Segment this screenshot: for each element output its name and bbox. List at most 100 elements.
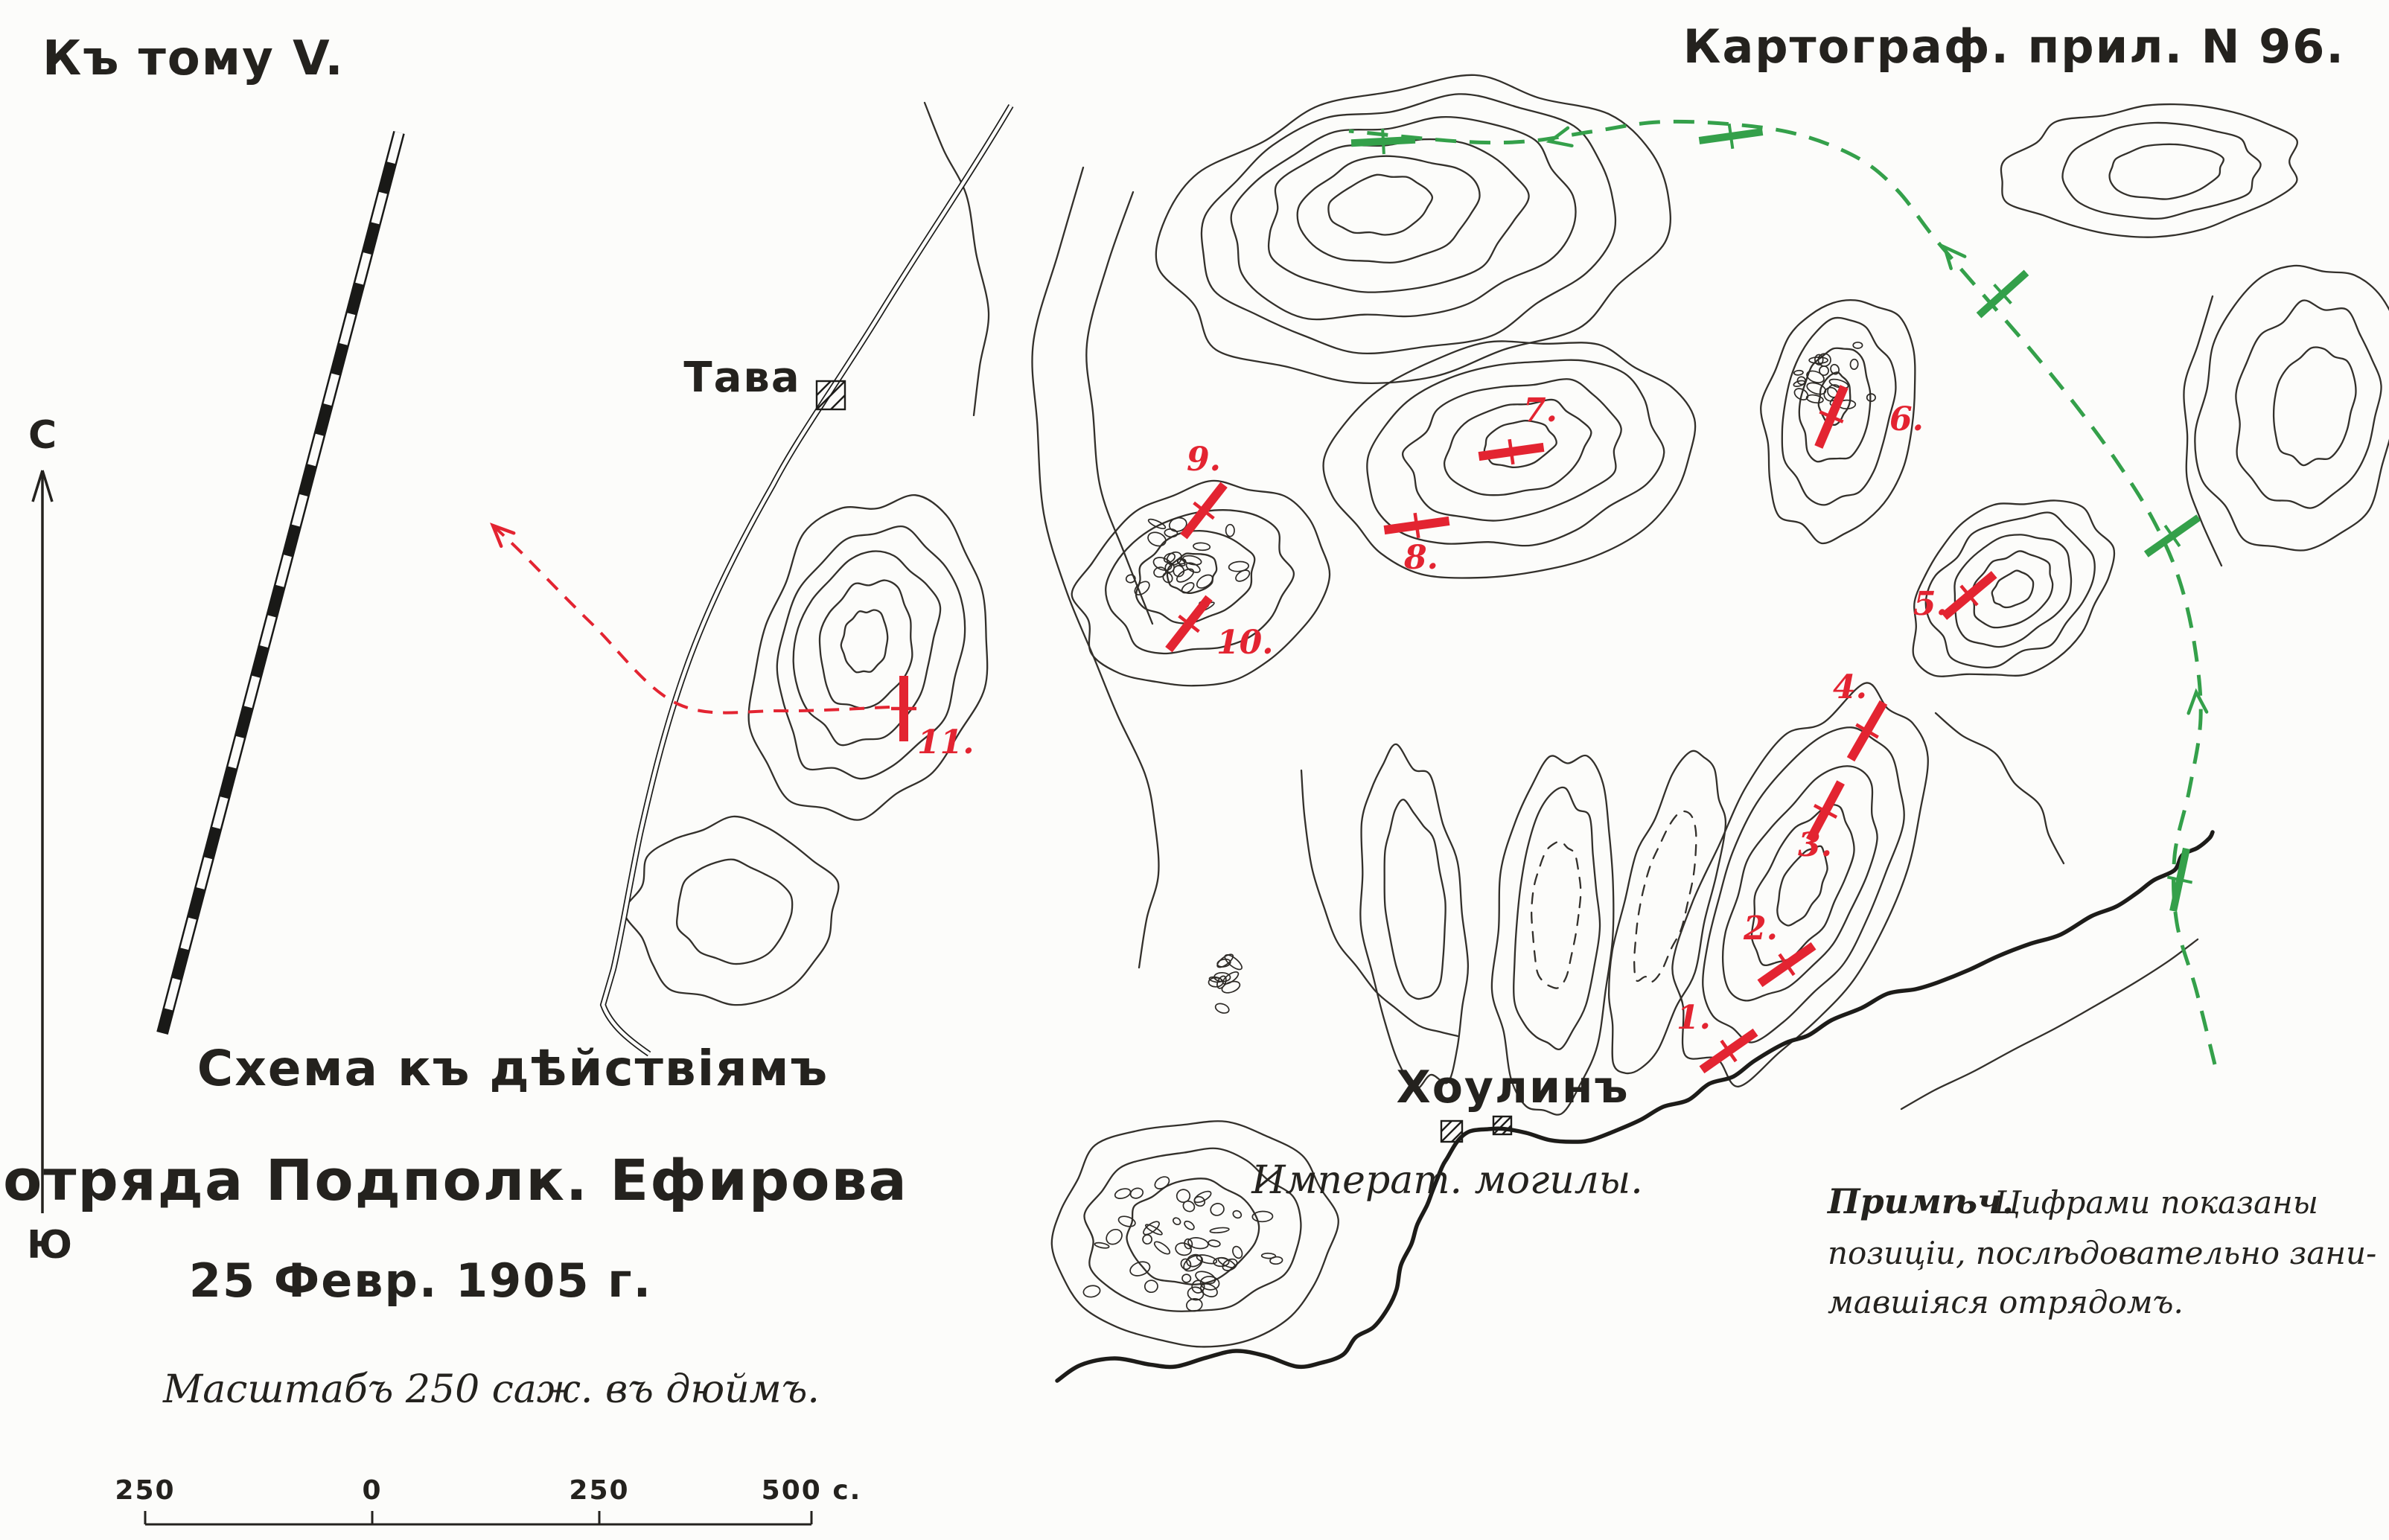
rock-outcrop-symbols: [1082, 341, 1876, 1312]
map-title-line3: 25 Февр. 1905 г.: [189, 1253, 652, 1308]
retreat-route-dashed-line: [491, 524, 890, 715]
contour-arc: [1031, 166, 1160, 969]
village-symbol: [1492, 1115, 1513, 1136]
compass-north-label: С: [28, 413, 58, 458]
contour-ring: [1798, 347, 1872, 463]
contour-ring: [1776, 845, 1828, 927]
contour-arc: [923, 101, 990, 417]
place-label-imperial-graves: Императ. могилы.: [1251, 1158, 1643, 1203]
contour-ring: [1953, 534, 2073, 648]
river-line: [1055, 830, 2215, 1383]
position-marker-bar: [1180, 482, 1228, 540]
rock-symbol: [1181, 1274, 1192, 1283]
appendix-note: Картограф. прил. N 96.: [1683, 19, 2345, 74]
enemy-position-bar: [1976, 269, 2029, 319]
rock-symbol: [1196, 574, 1213, 589]
rock-symbol: [1222, 1258, 1238, 1271]
note-line3: мавшіяся отрядомъ.: [1828, 1284, 2184, 1320]
rock-symbol: [1214, 1003, 1230, 1014]
rock-symbol: [1082, 1285, 1101, 1298]
rock-symbol: [1210, 1203, 1225, 1216]
contour-ring: [1760, 298, 1916, 545]
rock-symbol: [1129, 1261, 1151, 1277]
rock-symbol: [1094, 1242, 1110, 1249]
rock-symbol: [1195, 1271, 1216, 1285]
contour-ring: [2000, 103, 2299, 238]
contour-ring: [623, 815, 840, 1006]
contour-ring: [1327, 173, 1434, 236]
contour-ring: [1155, 74, 1671, 384]
rock-symbol: [1828, 378, 1849, 389]
enemy-route-arrow-icon: [1942, 243, 1967, 270]
note-label: Примѣч.: [1826, 1181, 2014, 1221]
contour-ring: [2235, 299, 2382, 509]
rock-symbol: [1796, 376, 1807, 386]
rock-symbol: [1216, 953, 1234, 968]
rock-symbol: [1176, 557, 1187, 565]
village-symbol: [1440, 1119, 1464, 1143]
position-marker-bar: [891, 676, 916, 741]
road-inner-line: [601, 104, 1012, 1055]
position-number: 4.: [1833, 668, 1867, 706]
rock-symbol: [1196, 1254, 1218, 1265]
contour-ring: [1912, 499, 2116, 677]
volume-note: Къ тому V.: [42, 31, 345, 86]
position-number: 3.: [1798, 826, 1832, 864]
contour-ring: [676, 858, 794, 965]
contour-ring: [1050, 1120, 1339, 1348]
enemy-position-bar: [1350, 128, 1416, 155]
scale-caption: Масштабъ 250 саж. въ дюймъ.: [162, 1367, 820, 1412]
rock-symbol: [1114, 1188, 1132, 1199]
rock-symbol: [1228, 560, 1250, 572]
railway-line: [156, 130, 405, 1035]
contour-ring: [1166, 552, 1218, 595]
position-marker-bar: [1478, 438, 1545, 465]
enemy-route-dashed-line: [1348, 119, 2217, 1065]
enemy-position-bar: [1698, 123, 1764, 150]
contour-ring: [1126, 1178, 1260, 1285]
contour-ring: [1702, 726, 1905, 1044]
contour-ring: [1383, 799, 1447, 1000]
rock-symbol: [1106, 1228, 1123, 1245]
rock-symbol: [1225, 523, 1235, 537]
compass-south-label: Ю: [27, 1223, 74, 1268]
rock-symbol: [1162, 572, 1173, 584]
rock-symbol: [1232, 1245, 1243, 1259]
detachment-retreat-route: [490, 523, 890, 715]
contour-ring: [1991, 569, 2035, 609]
rock-symbol: [1251, 1210, 1274, 1223]
contour-arc: [2183, 295, 2223, 567]
rock-symbol: [1144, 1279, 1158, 1294]
rock-symbol: [1193, 1190, 1212, 1204]
river-path: [1055, 830, 2215, 1383]
contour-ring: [1401, 378, 1622, 522]
rock-symbol: [1193, 542, 1211, 552]
position-number: 8.: [1403, 539, 1438, 577]
position-number: 10.: [1216, 624, 1274, 662]
rock-symbol: [1129, 1187, 1144, 1199]
village-symbol: [815, 380, 846, 411]
rock-symbol: [1819, 365, 1829, 377]
contour-ring: [2194, 264, 2389, 552]
rock-symbol: [1175, 1242, 1192, 1256]
contour-ring: [1296, 155, 1481, 264]
contour-ring: [1633, 810, 1697, 983]
rock-symbol: [1209, 1227, 1230, 1234]
rock-symbol: [1185, 562, 1201, 573]
contour-ring: [1083, 1147, 1302, 1312]
contour-ring: [1924, 511, 2096, 669]
rock-symbol: [1181, 582, 1195, 594]
map-title-line1: Схема къ дѣйствіямъ: [197, 1040, 829, 1097]
rock-symbol: [1793, 388, 1809, 400]
enemy-route: [1348, 119, 2217, 1065]
position-number: 9.: [1187, 441, 1221, 479]
position-number: 7.: [1523, 392, 1557, 429]
scale-tick-label: 500 с.: [762, 1475, 862, 1506]
contour-ring: [1721, 765, 1878, 1002]
contour-ring: [1971, 550, 2054, 629]
contour-ring: [1490, 754, 1615, 1116]
contour-ring: [1607, 750, 1727, 1075]
enemy-position-bar: [2166, 847, 2193, 913]
rock-symbol: [1180, 1258, 1192, 1271]
